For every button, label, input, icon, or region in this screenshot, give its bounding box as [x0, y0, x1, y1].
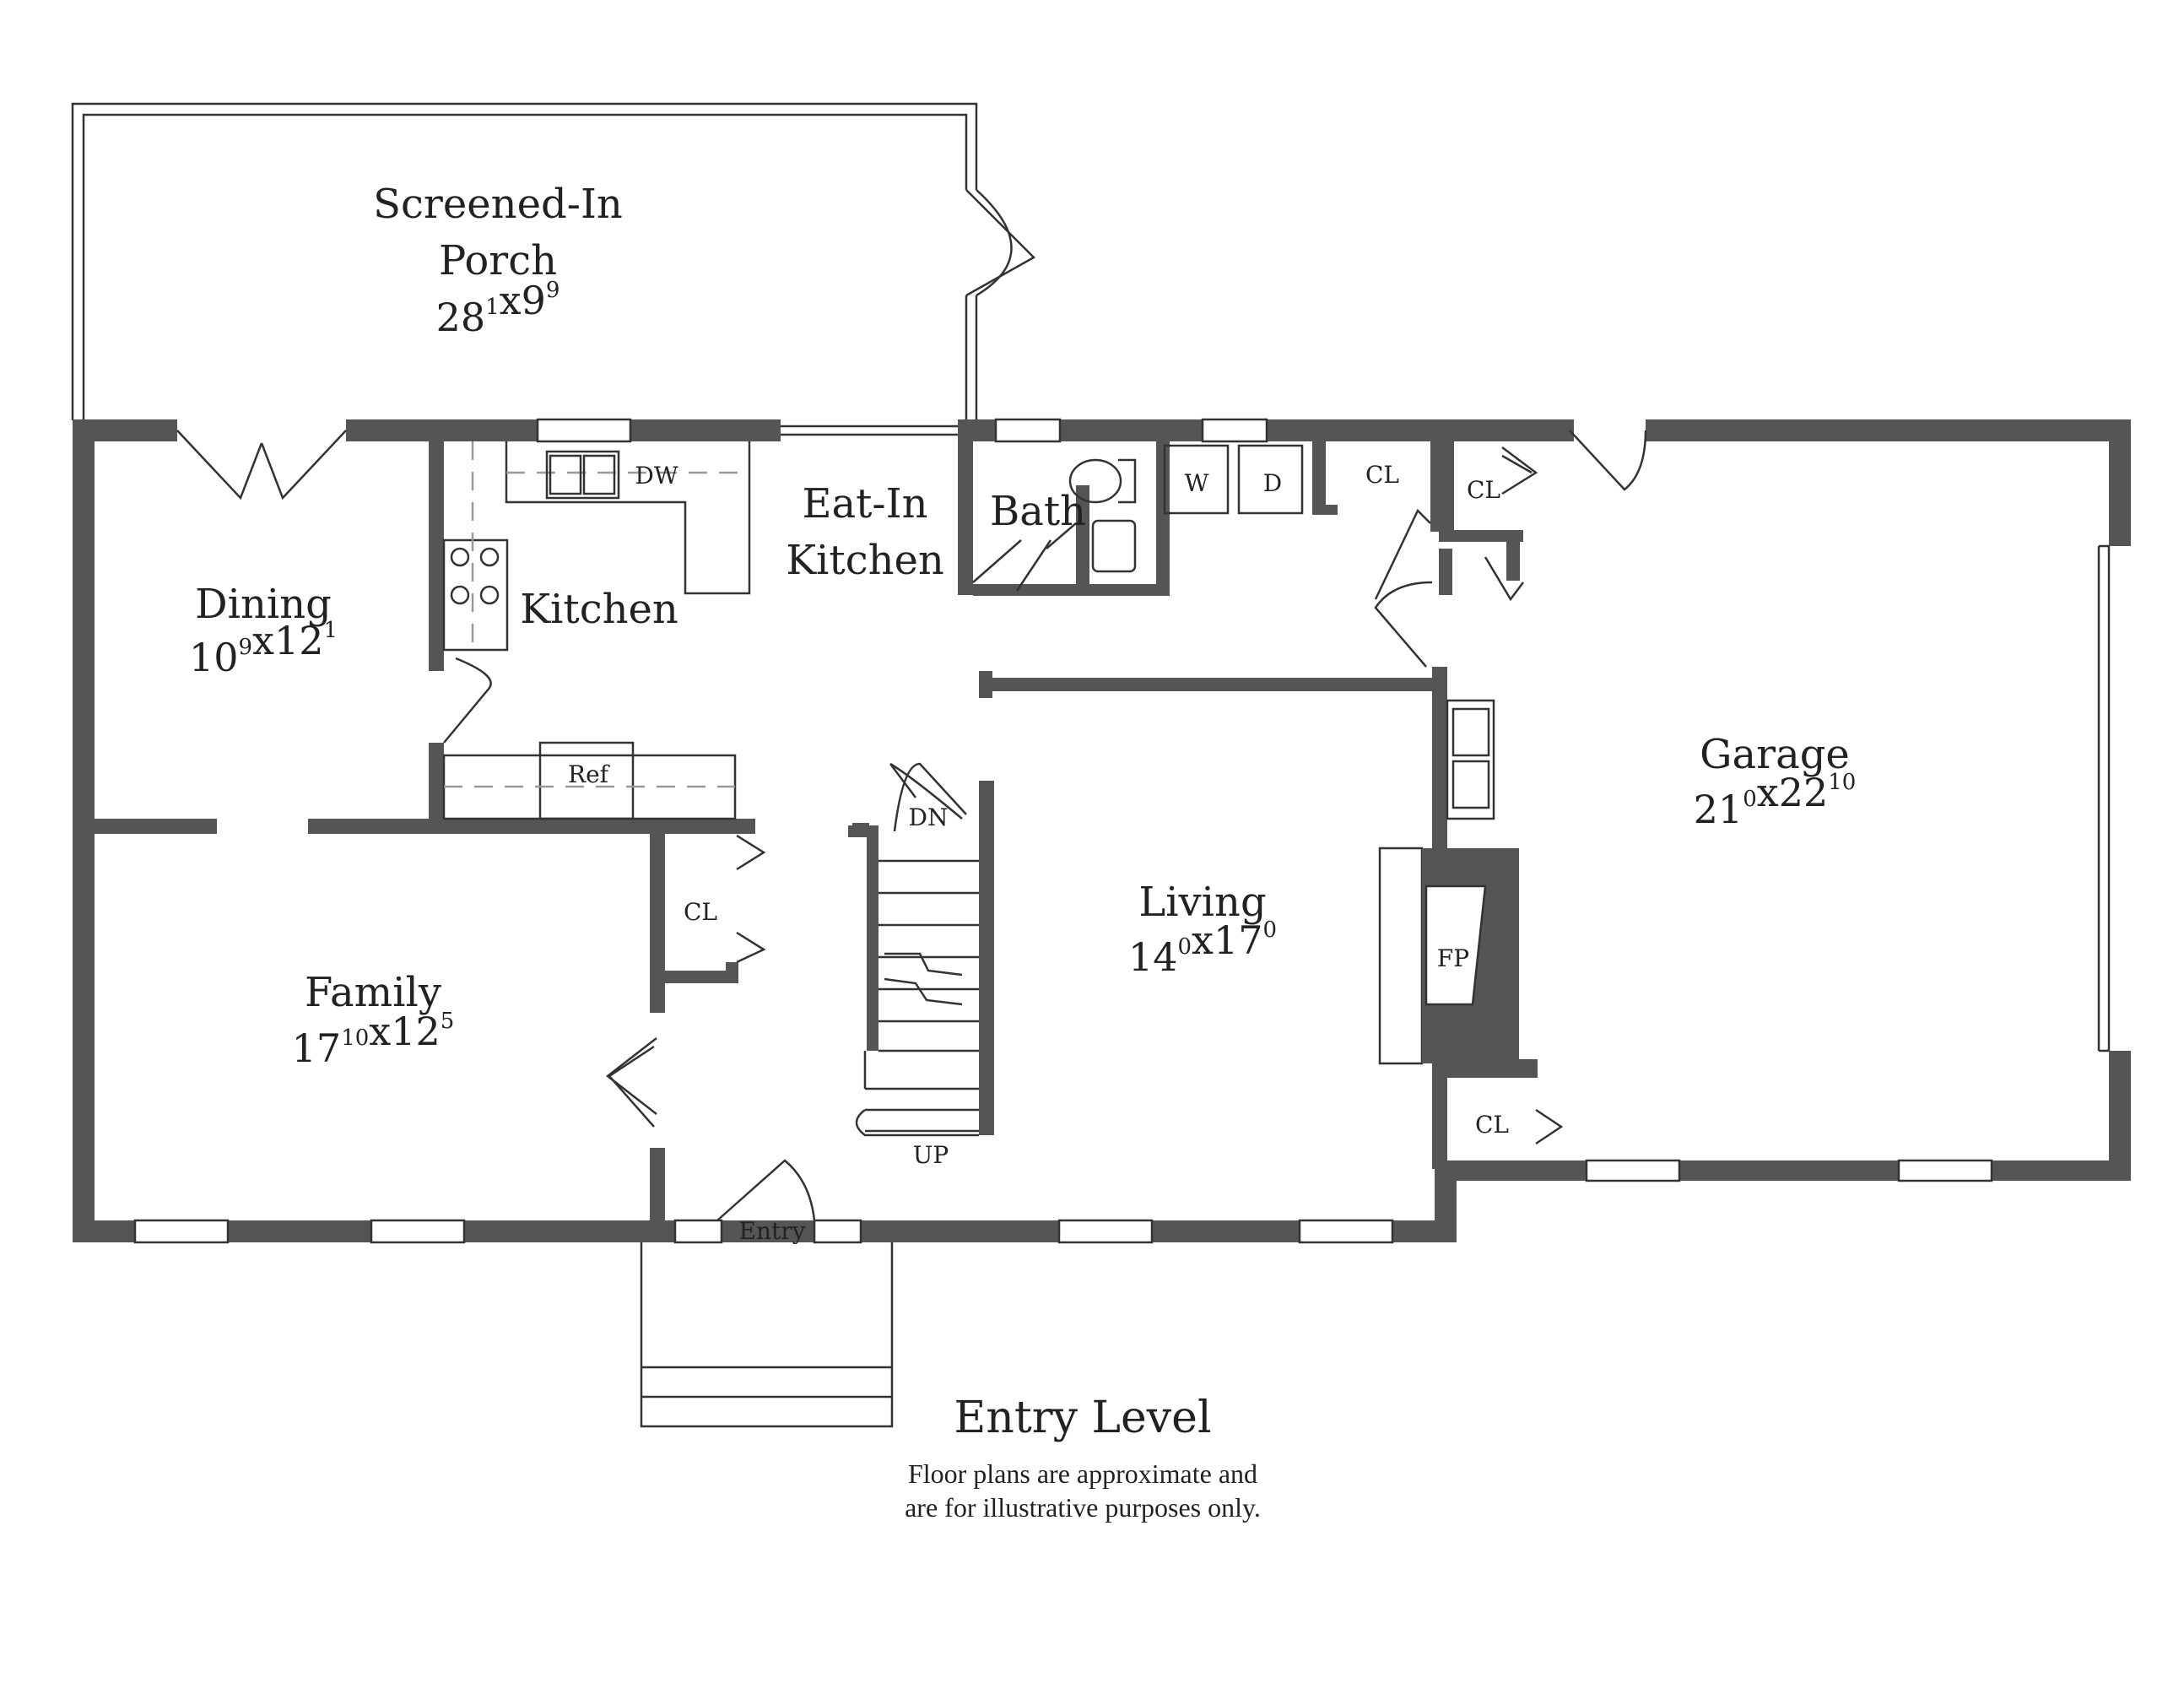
- porch-label-1: Screened-In: [373, 181, 623, 228]
- living-label: Living: [1138, 879, 1266, 926]
- dining-label: Dining: [195, 581, 332, 628]
- garage-door: [2097, 544, 2111, 1052]
- dishwasher-label: DW: [635, 462, 678, 490]
- closet-label-laundry: CL: [1365, 461, 1399, 489]
- porch-label-2: Porch: [439, 237, 557, 284]
- closet-label-garage-bottom: CL: [1475, 1111, 1509, 1139]
- closet-label-hall: CL: [684, 898, 717, 926]
- stairs-down-label: DN: [909, 803, 949, 831]
- porch-outline: [71, 102, 1036, 420]
- entry-label: Entry: [739, 1217, 806, 1245]
- bath-fixtures: [972, 458, 1137, 583]
- disclaimer-line-1: Floor plans are approximate and: [908, 1458, 1257, 1489]
- family-label: Family: [305, 969, 441, 1016]
- garage-label: Garage: [1700, 731, 1850, 778]
- doors: [176, 430, 1647, 1221]
- kitchen-cabinets: [442, 441, 751, 820]
- eatin-label-2: Kitchen: [786, 537, 944, 584]
- stairs-up-label: UP: [913, 1141, 949, 1169]
- dining-dims: 109x121: [189, 618, 338, 680]
- room-labels: Screened-In Porch 281x99 Dining 109x121 …: [189, 181, 1856, 1071]
- refrigerator-label: Ref: [568, 760, 611, 788]
- plan-title: Entry Level: [954, 1393, 1211, 1443]
- dryer-label: D: [1263, 469, 1282, 497]
- fireplace-label: FP: [1437, 944, 1469, 972]
- kitchen-label: Kitchen: [520, 586, 678, 633]
- appliances: [1163, 444, 1519, 1065]
- interior-walls: [95, 430, 1538, 1224]
- entry-steps: [640, 1242, 894, 1428]
- bath-label: Bath: [990, 488, 1086, 535]
- staircase: [848, 762, 979, 1137]
- garage-dims: 210x2210: [1694, 770, 1857, 832]
- living-dims: 140x170: [1128, 917, 1277, 980]
- disclaimer-line-2: are for illustrative purposes only.: [905, 1492, 1261, 1523]
- eatin-label-1: Eat-In: [802, 480, 927, 528]
- porch-dims: 281x99: [436, 278, 560, 340]
- washer-label: W: [1185, 469, 1209, 497]
- windows: [133, 418, 1993, 1244]
- closet-label-garage-top: CL: [1467, 476, 1500, 504]
- fixture-labels: DW W D CL CL CL CL Ref DN UP FP Entry: [568, 461, 1509, 1245]
- family-dims: 1710x125: [292, 1009, 455, 1071]
